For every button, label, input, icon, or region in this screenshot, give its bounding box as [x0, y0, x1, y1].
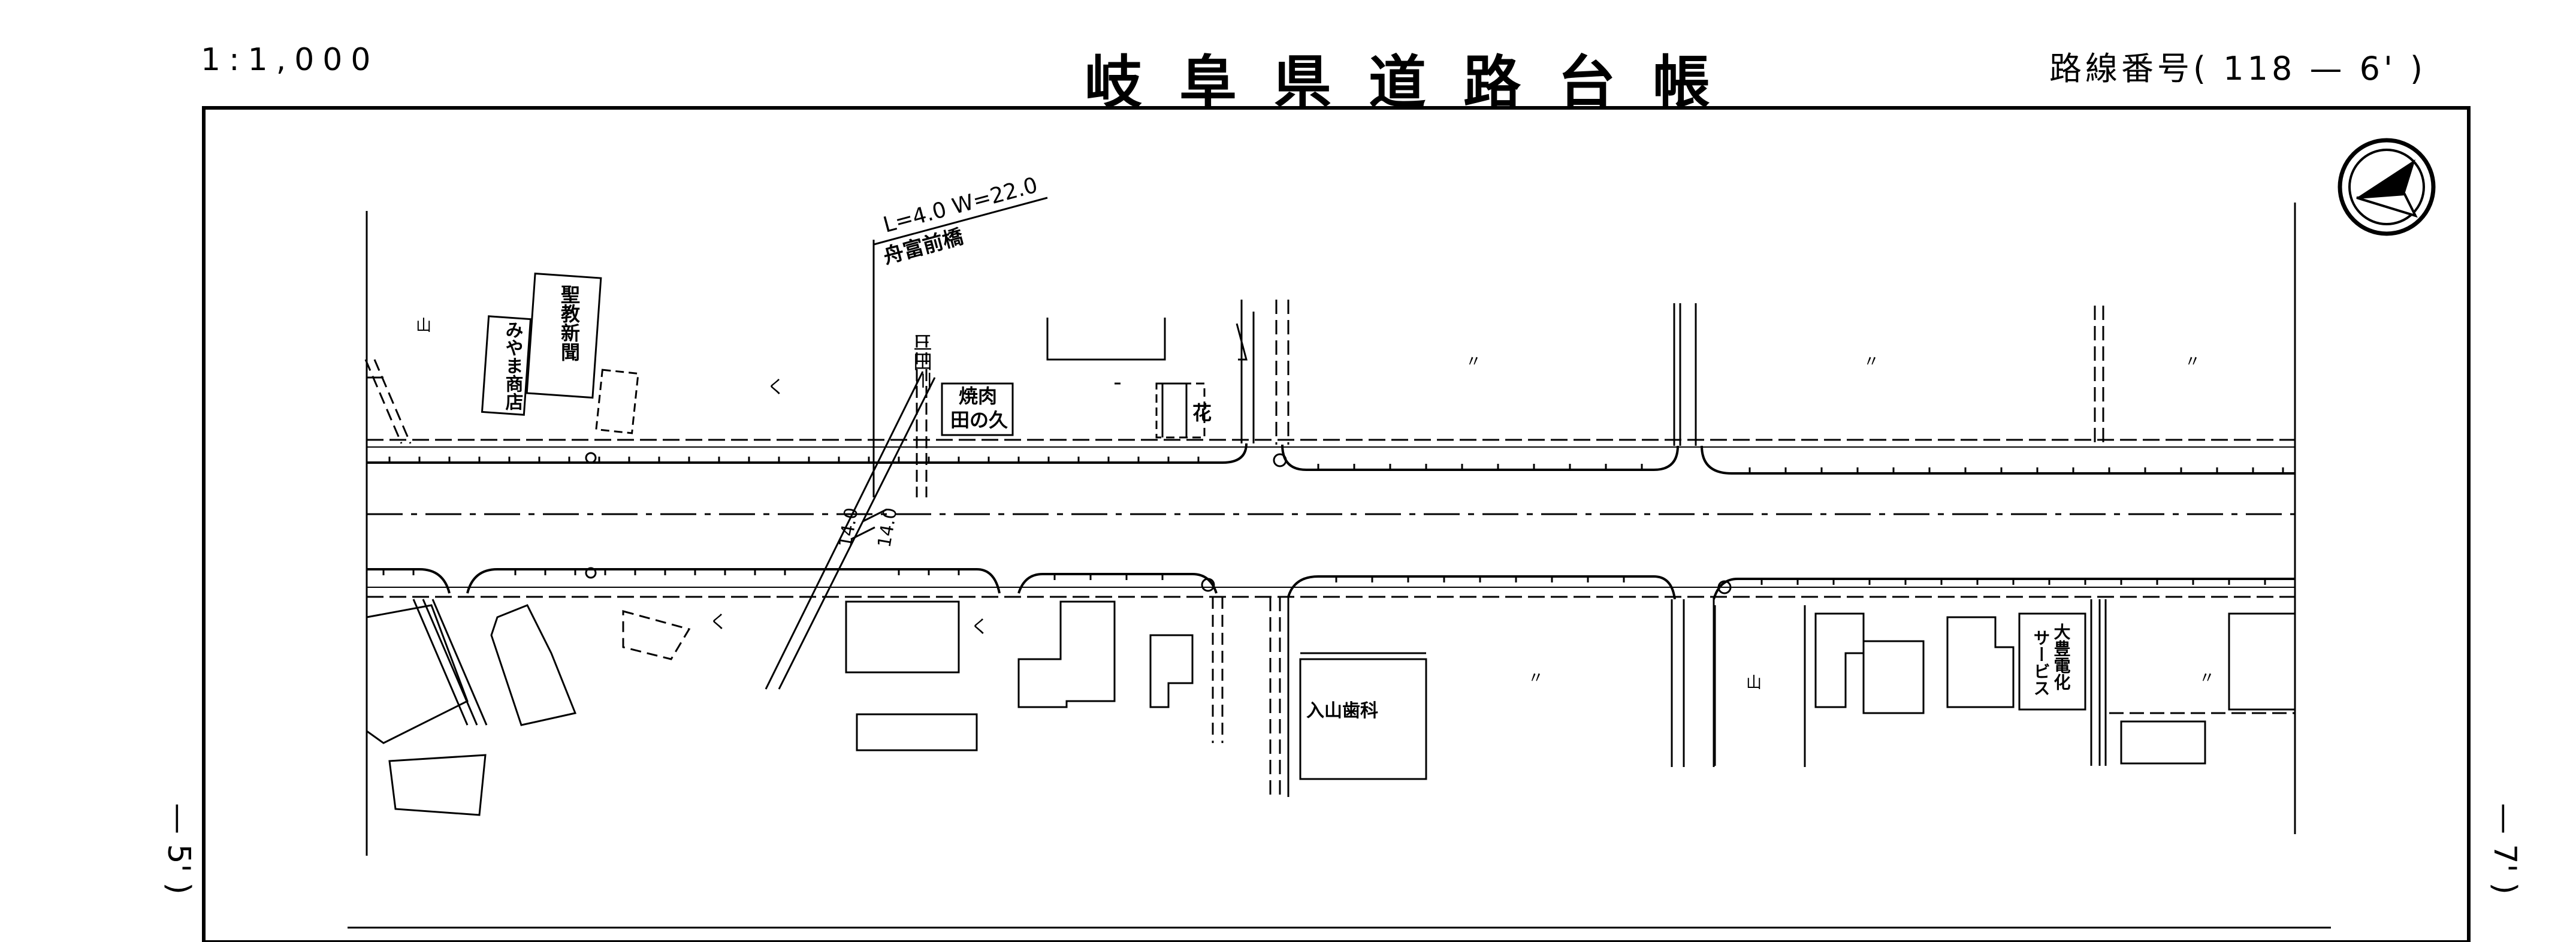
label-flower: 花 — [1192, 401, 1212, 424]
side-roads — [364, 300, 2295, 797]
land-ditch-3: く — [971, 617, 989, 638]
utility-poles — [585, 452, 1732, 594]
adjacent-sheet-right: — 7' ) — [2487, 803, 2523, 895]
map-scale: 1:1,000 — [201, 42, 379, 78]
land-field-2: 山 — [1746, 674, 1762, 692]
land-paddy-5: 〃 — [2199, 669, 2215, 687]
map-title: 岐阜県道路台帳 — [1085, 49, 1747, 116]
land-paddy-1: 〃 — [1466, 353, 1481, 371]
land-ditch-2: く — [709, 612, 727, 633]
gutter-blocks — [382, 457, 2284, 585]
map-frame — [202, 106, 2471, 942]
buildings — [366, 272, 2296, 816]
label-seikyo-shinbun: 聖教新聞 — [558, 285, 581, 361]
land-paddy-2: 〃 — [1864, 353, 1879, 371]
label-tanokyu: 田の久 — [950, 409, 1008, 431]
route-number-value: 118 — 6' — [2223, 50, 2396, 87]
land-ditch-1: く — [767, 377, 785, 398]
label-miyama-shoten: みやま商店 — [502, 321, 524, 411]
river-width-b: 14.0 — [874, 506, 901, 550]
label-yakiniku: 焼肉 — [959, 385, 997, 407]
land-paddy-3: 〃 — [2185, 353, 2200, 371]
river-name: 三田川 — [910, 333, 933, 390]
label-daiso-line1: 大豊電化 — [2052, 623, 2071, 690]
label-iriyama-dental: 入山歯科 — [1306, 701, 1378, 721]
land-paddy-4: 〃 — [1528, 669, 1544, 687]
north-arrow-icon — [2338, 138, 2436, 236]
adjacent-sheet-left: — 5' ) — [161, 803, 197, 895]
label-daiso-line2: サービス — [2031, 629, 2051, 696]
route-number: 路線番号( 118 — 6' ) — [2049, 50, 2427, 87]
route-label: 路線番号 — [2049, 50, 2193, 87]
land-field-1: 山 — [416, 317, 431, 335]
river-channel — [765, 197, 1048, 690]
road — [367, 439, 2295, 600]
river-width-a: 14.0 — [835, 506, 862, 550]
